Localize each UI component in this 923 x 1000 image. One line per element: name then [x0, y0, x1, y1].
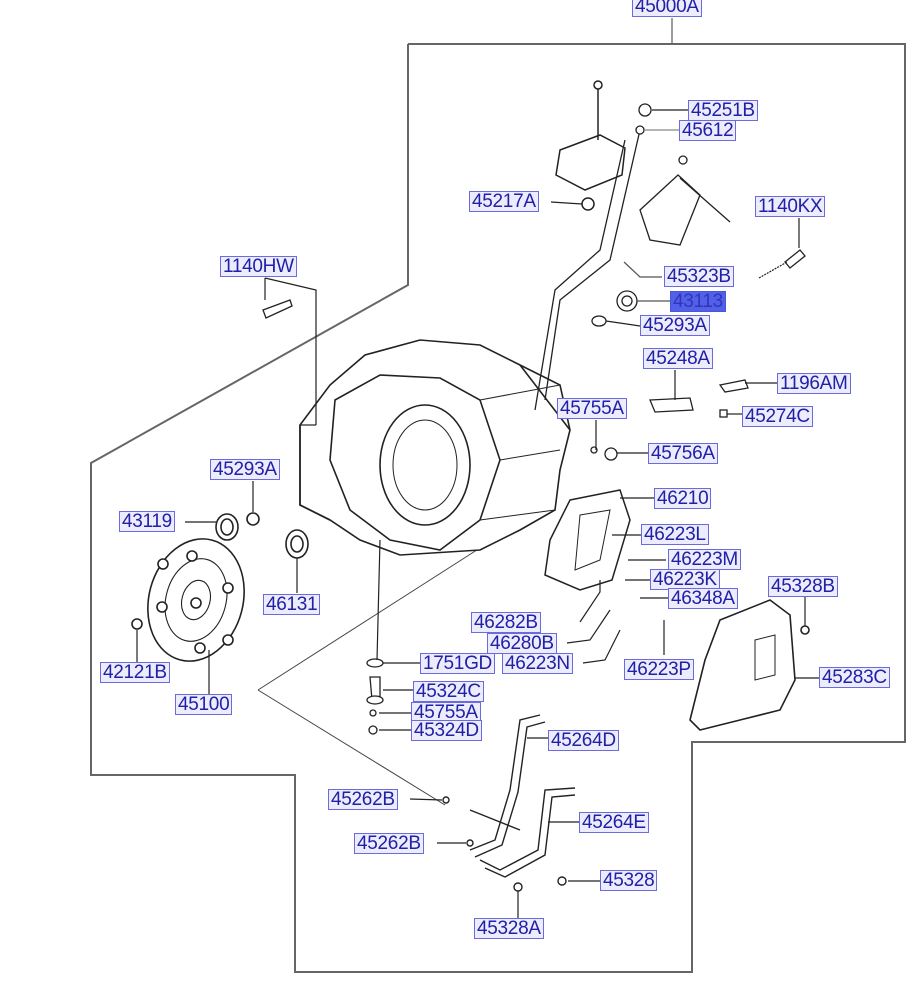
leader-lines: [136, 109, 820, 918]
part-label-46131[interactable]: 46131: [263, 594, 321, 615]
part-label-46223N[interactable]: 46223N: [502, 653, 573, 674]
oil-cooler-pipes: [442, 714, 576, 892]
part-label-45293A[interactable]: 45293A: [640, 315, 710, 336]
part-label-46223P[interactable]: 46223P: [624, 659, 694, 680]
part-label-45262B-bottom[interactable]: 45262B: [354, 833, 424, 854]
part-label-45274C[interactable]: 45274C: [742, 406, 813, 427]
part-label-45264D[interactable]: 45264D: [548, 730, 619, 751]
part-label-1140KX[interactable]: 1140KX: [755, 196, 826, 217]
part-label-45100[interactable]: 45100: [175, 694, 233, 715]
part-label-1196AM[interactable]: 1196AM: [777, 373, 851, 394]
part-label-45755A[interactable]: 45755A: [557, 398, 627, 419]
part-label-46282B[interactable]: 46282B: [471, 612, 541, 633]
part-label-45755A-bottom[interactable]: 45755A: [411, 702, 481, 723]
part-label-45324C[interactable]: 45324C: [413, 681, 484, 702]
part-label-45328[interactable]: 45328: [600, 870, 658, 891]
part-label-45217A[interactable]: 45217A: [469, 191, 539, 212]
sub-frame: [257, 547, 481, 691]
part-label-45264E[interactable]: 45264E: [579, 812, 649, 833]
part-label-45283C[interactable]: 45283C: [819, 667, 890, 688]
part-label-45000A[interactable]: 45000A: [632, 0, 702, 17]
part-label-45251B[interactable]: 45251B: [688, 100, 758, 121]
part-label-45756A[interactable]: 45756A: [648, 443, 718, 464]
part-label-43113-selected[interactable]: 43113: [670, 291, 726, 312]
part-label-45612[interactable]: 45612: [679, 120, 737, 141]
part-label-46348A[interactable]: 46348A: [668, 588, 738, 609]
drain-parts: [262, 299, 384, 735]
part-label-1140HW[interactable]: 1140HW: [220, 256, 297, 277]
sub-frame-lower: [257, 689, 446, 806]
part-label-45248A[interactable]: 45248A: [643, 348, 713, 369]
part-label-46223M[interactable]: 46223M: [668, 549, 741, 570]
part-label-45293A-left[interactable]: 45293A: [210, 459, 280, 480]
part-label-45323B[interactable]: 45323B: [664, 266, 734, 287]
part-label-45262B-top[interactable]: 45262B: [328, 789, 398, 810]
part-label-45328A[interactable]: 45328A: [474, 918, 544, 939]
part-label-46210[interactable]: 46210: [654, 488, 712, 509]
sub-frame-upper: [90, 284, 409, 464]
oil-pan: [689, 599, 810, 731]
part-label-45324D[interactable]: 45324D: [411, 720, 482, 741]
part-label-1751GD[interactable]: 1751GD: [420, 653, 495, 674]
transaxle-case: [299, 339, 571, 556]
part-label-46223L[interactable]: 46223L: [641, 524, 709, 545]
torque-converter: [131, 512, 309, 662]
part-label-46280B[interactable]: 46280B: [487, 633, 557, 654]
shift-linkage: [534, 103, 806, 461]
part-label-46223K[interactable]: 46223K: [650, 569, 720, 590]
part-label-43119[interactable]: 43119: [119, 511, 175, 532]
part-label-45328B[interactable]: 45328B: [768, 576, 838, 597]
part-label-42121B[interactable]: 42121B: [100, 662, 170, 683]
control-module: [555, 80, 626, 211]
valve-body: [544, 489, 631, 591]
